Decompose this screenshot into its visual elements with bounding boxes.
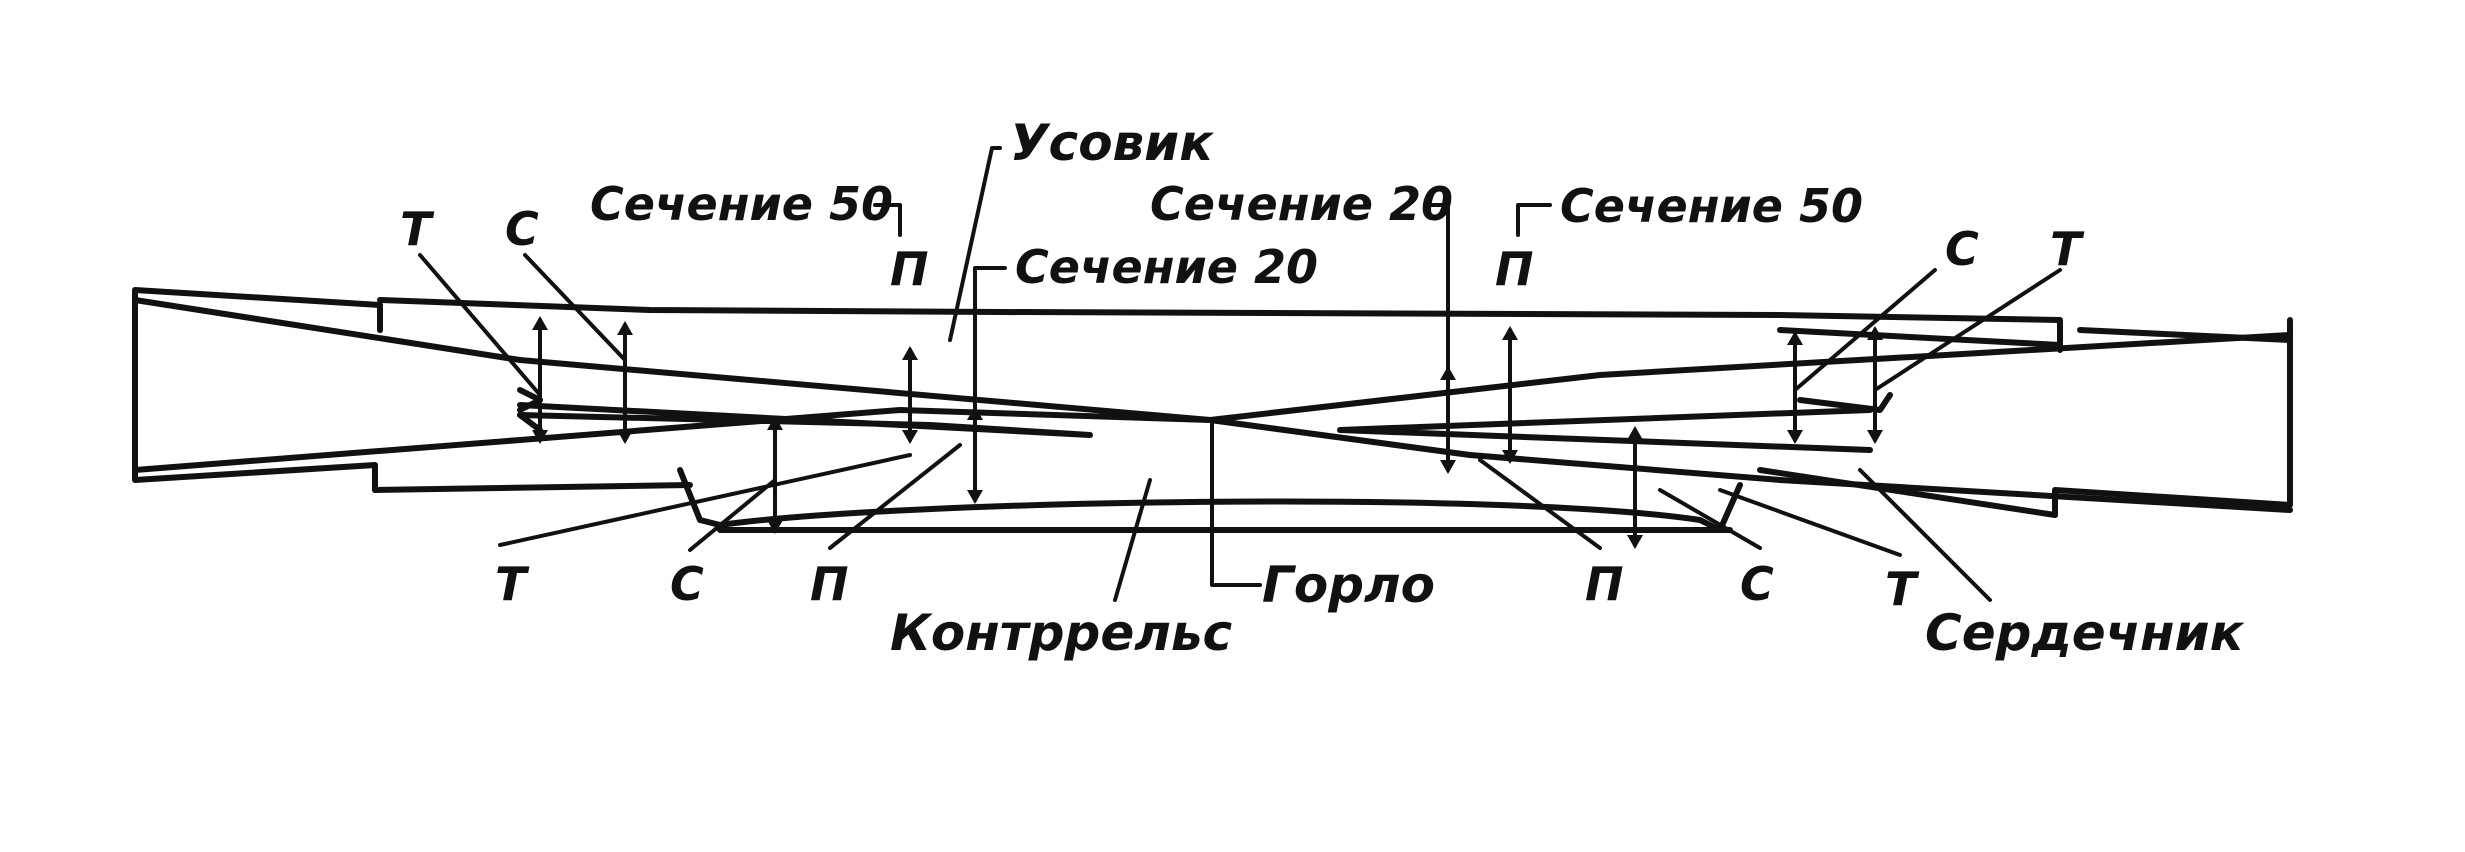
arrowhead xyxy=(1867,326,1883,340)
arrowhead xyxy=(1787,331,1803,345)
label-section20-right: Сечение 20 xyxy=(1150,177,1453,231)
arrowhead xyxy=(1502,450,1518,464)
leader-serdechnik xyxy=(1858,468,1992,602)
leader-c-top-left xyxy=(523,253,627,362)
leader-c-bottom-right xyxy=(1658,488,1762,550)
crossing-outline xyxy=(132,287,2293,533)
arrowhead xyxy=(1440,366,1456,380)
arrowhead xyxy=(967,490,983,504)
arrowhead xyxy=(767,416,783,430)
label-p-bottom-right: П xyxy=(1585,557,1624,611)
arrowhead xyxy=(532,430,548,444)
leader-p-bottom-left xyxy=(828,443,962,550)
leader-kontrrels xyxy=(1113,478,1152,602)
arrowhead xyxy=(617,430,633,444)
arrowhead xyxy=(1787,430,1803,444)
leader-lines xyxy=(418,146,2062,602)
leader-t-bottom-right xyxy=(1718,488,1902,557)
label-c-top-left: С xyxy=(505,202,539,256)
leader-p-bottom-right xyxy=(1478,458,1602,550)
label-p-bottom-left: П xyxy=(810,557,849,611)
leader-usovik xyxy=(948,146,1002,342)
leader-section50-left xyxy=(873,203,902,237)
label-serdechnik: Сердечник xyxy=(1925,604,2245,662)
leader-section50-right xyxy=(1516,203,1552,237)
arrowhead xyxy=(1867,430,1883,444)
label-section50-left: Сечение 50 xyxy=(590,177,893,231)
arrowhead xyxy=(1440,460,1456,474)
label-c-bottom-left: С xyxy=(670,557,704,611)
inner-rail-right xyxy=(1337,407,1873,453)
measurement-arrows xyxy=(532,316,1883,549)
diagonal-rail-b xyxy=(132,332,2293,473)
leader-section20-left xyxy=(973,266,1007,412)
arrowhead xyxy=(767,520,783,534)
labels: Усовик Сечение 50 Сечение 20 Сечение 20 … xyxy=(400,114,2245,662)
label-t-top-right: Т xyxy=(2050,222,2085,276)
leader-c-top-right xyxy=(1793,268,1937,392)
label-kontrrels: Контррельс xyxy=(890,604,1232,662)
label-usovik: Усовик xyxy=(1010,114,1214,172)
left-end-outline xyxy=(132,287,383,493)
label-t-top-left: Т xyxy=(400,202,435,256)
label-p-top-left: П xyxy=(890,242,929,296)
arrowhead xyxy=(617,321,633,335)
label-c-bottom-right: С xyxy=(1740,557,1774,611)
inner-rail-left xyxy=(517,402,1093,438)
arrowhead xyxy=(1627,535,1643,549)
arrowhead xyxy=(532,316,548,330)
right-upper-rail xyxy=(1777,327,2063,413)
top-rail xyxy=(377,297,2063,353)
leader-t-top-right xyxy=(1873,268,2062,392)
label-gorlo: Горло xyxy=(1262,556,1435,614)
label-section20-left: Сечение 20 xyxy=(1015,240,1318,294)
label-t-bottom-right: Т xyxy=(1885,562,1920,616)
leader-section20-right xyxy=(1423,203,1450,372)
label-t-bottom-left: Т xyxy=(495,557,530,611)
bottom-rail xyxy=(372,467,2058,533)
arrowhead xyxy=(1502,326,1518,340)
leader-gorlo xyxy=(1210,418,1262,587)
arrowhead xyxy=(902,430,918,444)
leader-c-bottom-left xyxy=(688,478,777,552)
label-p-top-right: П xyxy=(1495,242,1534,296)
label-section50-right: Сечение 50 xyxy=(1560,179,1863,233)
arrowhead xyxy=(967,406,983,420)
arrowhead xyxy=(902,346,918,360)
label-c-top-right: С xyxy=(1945,222,1979,276)
arrowhead xyxy=(1627,426,1643,440)
check-rail-curve xyxy=(677,467,1743,533)
leader-t-top-left xyxy=(418,253,542,397)
leader-t-bottom-left xyxy=(498,453,912,547)
